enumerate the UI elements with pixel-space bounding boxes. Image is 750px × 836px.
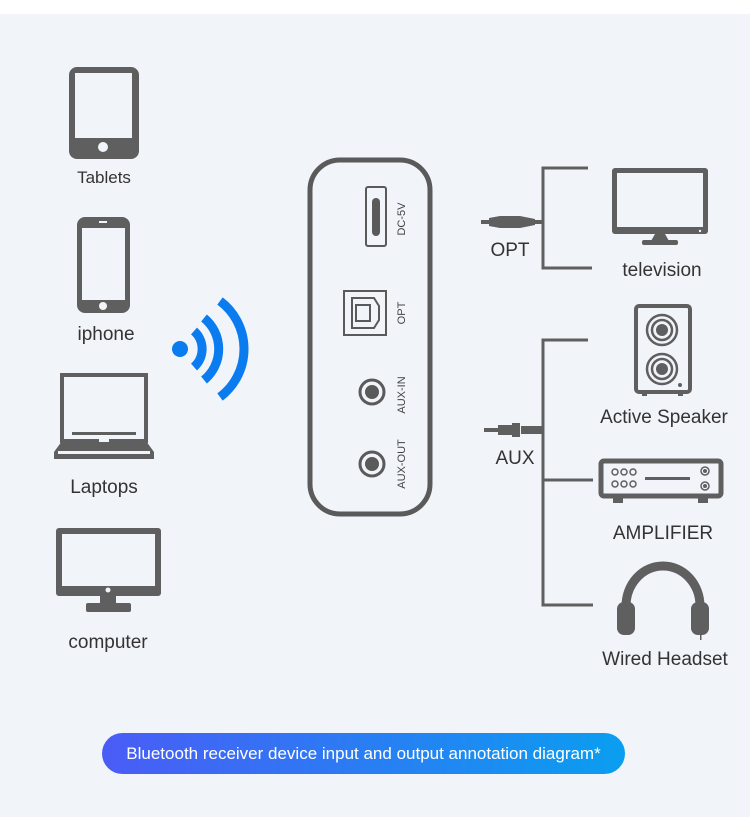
aux-bracket xyxy=(541,338,593,607)
aux-cable-label: AUX xyxy=(495,448,535,469)
port-label-dc: DC-5V xyxy=(396,202,408,236)
aux-out-port-icon xyxy=(358,450,386,478)
phone-icon xyxy=(77,217,130,313)
output-label-amplifier: AMPLIFIER xyxy=(612,523,714,544)
dc-port-icon xyxy=(365,186,387,247)
aux-in-port-icon xyxy=(358,378,386,406)
tablet-icon xyxy=(69,67,139,159)
output-label-television: television xyxy=(622,260,702,281)
amplifier-icon xyxy=(598,458,724,503)
laptop-icon xyxy=(54,373,154,459)
optical-cable-icon xyxy=(481,216,543,228)
source-label-laptops: Laptops xyxy=(70,477,138,498)
port-label-aux-out: AUX-OUT xyxy=(396,439,408,489)
output-label-active-speaker: Active Speaker xyxy=(600,407,728,428)
opt-cable-label: OPT xyxy=(490,240,530,261)
source-label-iphone: iphone xyxy=(77,324,135,345)
source-label-tablets: Tablets xyxy=(77,168,131,187)
output-label-wired-headset: Wired Headset xyxy=(602,649,728,670)
source-label-computer: computer xyxy=(68,632,148,653)
headset-icon xyxy=(617,561,709,640)
aux-cable-icon xyxy=(484,423,543,437)
monitor-icon xyxy=(56,528,161,612)
caption-banner: Bluetooth receiver device input and outp… xyxy=(102,733,625,774)
optical-port-icon xyxy=(343,290,387,336)
wireless-signal-icon xyxy=(172,297,249,401)
port-label-aux-in: AUX-IN xyxy=(396,376,408,414)
opt-bracket xyxy=(541,166,592,270)
television-icon xyxy=(612,168,708,245)
port-label-opt: OPT xyxy=(396,301,408,325)
receiver-device xyxy=(307,157,433,517)
speaker-icon xyxy=(634,304,692,396)
